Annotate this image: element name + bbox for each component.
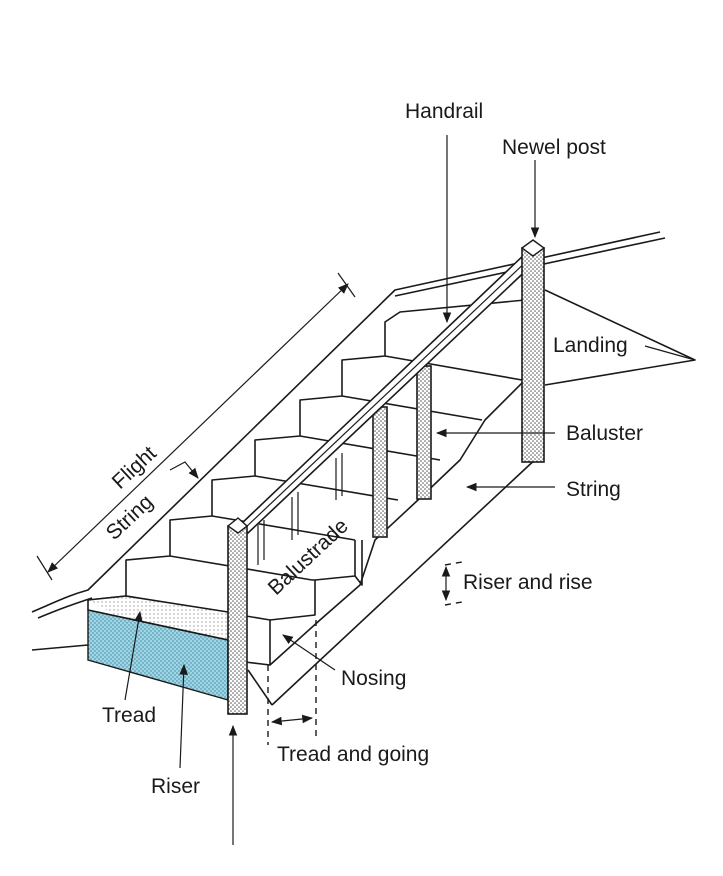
string-left-arrow [169,461,199,479]
label-flight: Flight [108,442,161,494]
leader-arrows [36,135,696,845]
label-baluster: Baluster [566,422,643,445]
label-tread-and-going: Tread and going [277,743,429,766]
label-string-right: String [566,478,621,501]
label-landing: Landing [553,334,628,357]
label-tread: Tread [102,704,156,727]
newel-post-top [521,247,545,463]
baluster-2 [416,365,432,500]
label-handrail: Handrail [405,100,483,123]
dimension-lines [267,561,463,745]
tread-going-dimension [270,714,314,726]
label-riser-and-rise: Riser and rise [463,571,593,594]
nosing-arrow [282,634,336,671]
riser-arrow [179,663,188,769]
tread-arrow [124,610,143,701]
newel-post-bottom [227,525,248,715]
label-riser: Riser [151,775,200,798]
label-nosing: Nosing [341,667,406,690]
label-string-left: String [102,490,158,544]
baluster-1 [372,406,388,538]
bottom-step [87,595,229,701]
label-newel-post: Newel post [502,136,606,159]
flight-dimension [47,283,349,573]
